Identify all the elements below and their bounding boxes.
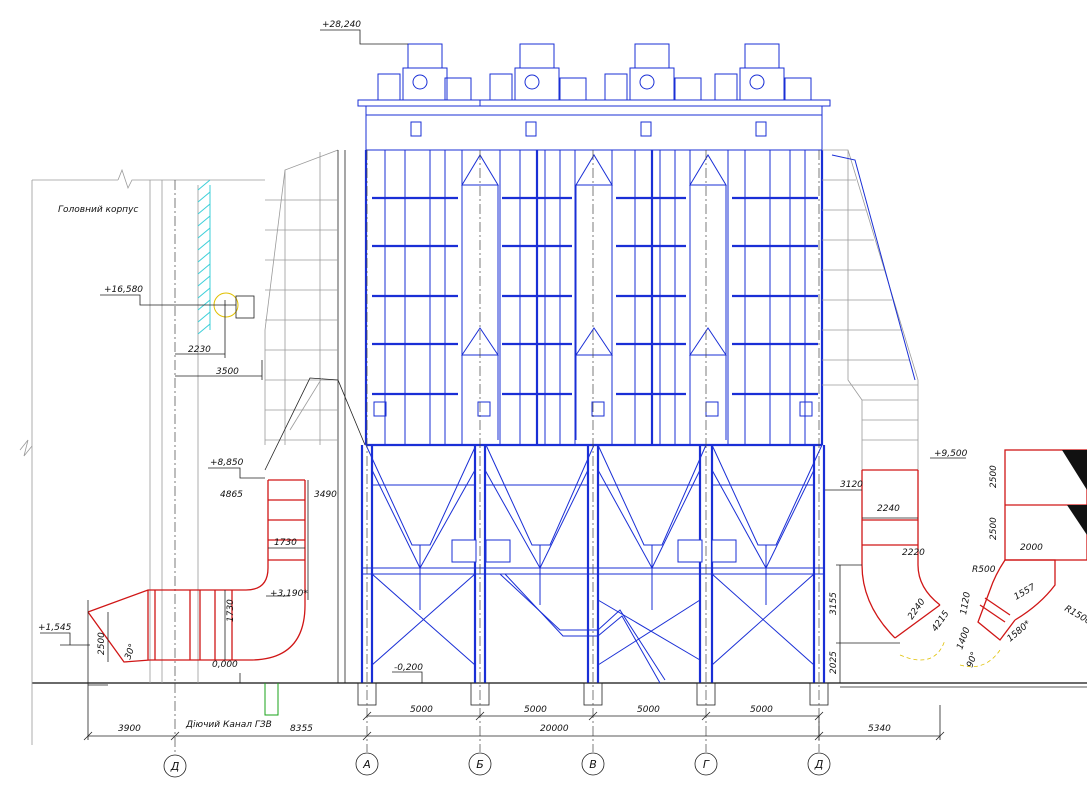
axis-label-5: Г bbox=[703, 758, 710, 771]
left-frame bbox=[264, 149, 366, 683]
elevation-labels: +28,240 +16,580 +8,850 +9,500 +1,545 +3,… bbox=[38, 20, 968, 673]
dim-r1500: R1500 bbox=[1063, 604, 1087, 627]
dim-2500-a: 2500 bbox=[989, 465, 999, 488]
axis-bubble-2 bbox=[355, 752, 379, 776]
roof-structure bbox=[357, 43, 831, 151]
dim-20000: 20000 bbox=[540, 724, 569, 734]
dim-2500: 2500 bbox=[97, 632, 107, 655]
channel-label: Діючий Канал ГЗВ bbox=[185, 720, 272, 730]
elev-top: +28,240 bbox=[322, 20, 361, 30]
dim-90deg: 90° bbox=[965, 651, 980, 669]
axis-bubble-1 bbox=[163, 754, 187, 778]
dim-3900: 3900 bbox=[118, 724, 141, 734]
main-building bbox=[19, 168, 265, 745]
stair-columns bbox=[461, 154, 727, 440]
dim-8355: 8355 bbox=[290, 724, 313, 734]
axis-bubbles: Д А Б В Г Д bbox=[163, 752, 831, 778]
left-duct bbox=[87, 479, 306, 663]
dim-4865: 4865 bbox=[220, 490, 243, 500]
dim-2025: 2025 bbox=[829, 651, 839, 674]
dim-span-1: 5000 bbox=[410, 705, 433, 715]
axis-label-6: Д bbox=[814, 758, 824, 771]
axis-label-2: А bbox=[362, 758, 371, 771]
main-building-label: Головний корпус bbox=[58, 205, 138, 215]
axis-label-1: Д bbox=[170, 760, 180, 773]
elev-1545: +1,545 bbox=[38, 623, 72, 633]
dim-1400: 1400 bbox=[955, 626, 972, 651]
dim-5340: 5340 bbox=[868, 724, 891, 734]
dim-3120: 3120 bbox=[840, 480, 863, 490]
elevation-leaders bbox=[40, 29, 966, 683]
axis-label-3: Б bbox=[476, 758, 484, 771]
dim-3155: 3155 bbox=[829, 592, 839, 615]
channel bbox=[264, 683, 279, 716]
dim-1557: 1557 bbox=[1013, 582, 1038, 602]
elev-minus200: -0,200 bbox=[394, 663, 423, 673]
dim-2240-b: 2240 bbox=[906, 597, 927, 622]
dim-30deg: 30° bbox=[123, 643, 138, 661]
dim-span-3: 5000 bbox=[637, 705, 660, 715]
elev-16580: +16,580 bbox=[104, 285, 143, 295]
dim-1730-b: 1730 bbox=[226, 599, 236, 622]
right-duct bbox=[861, 449, 1087, 668]
elev-3190: +3,190* bbox=[270, 589, 308, 599]
axis-bubble-5 bbox=[694, 752, 718, 776]
right-structure bbox=[822, 149, 919, 471]
axis-bubble-4 bbox=[581, 752, 605, 776]
dim-3490: 3490 bbox=[314, 490, 337, 500]
dim-1730-a: 1730 bbox=[274, 538, 297, 548]
dim-2240-a: 2240 bbox=[877, 504, 900, 514]
dim-2230: 2230 bbox=[188, 345, 211, 355]
dim-span-4: 5000 bbox=[750, 705, 773, 715]
dim-2000: 2000 bbox=[1020, 543, 1043, 553]
dim-3500: 3500 bbox=[216, 367, 239, 377]
axis-label-4: В bbox=[589, 758, 597, 771]
elev-zero: 0,000 bbox=[212, 660, 238, 670]
axis-bubble-6 bbox=[807, 752, 831, 776]
dim-span-2: 5000 bbox=[524, 705, 547, 715]
axis-lines bbox=[174, 150, 820, 752]
hoppers bbox=[365, 444, 823, 610]
elev-8850: +8,850 bbox=[210, 458, 244, 468]
roof-fans bbox=[377, 43, 812, 101]
dim-1120: 1120 bbox=[959, 591, 973, 616]
dim-2220: 2220 bbox=[902, 548, 925, 558]
elev-9500: +9,500 bbox=[934, 449, 968, 459]
filter-housing bbox=[364, 149, 824, 447]
ground-line bbox=[32, 682, 1087, 688]
dim-4215: 4215 bbox=[930, 609, 951, 634]
dim-r500: R500 bbox=[972, 565, 996, 575]
axis-bubble-3 bbox=[468, 752, 492, 776]
dim-2500-b: 2500 bbox=[989, 517, 999, 540]
dim-1580: 1580* bbox=[1006, 619, 1034, 645]
